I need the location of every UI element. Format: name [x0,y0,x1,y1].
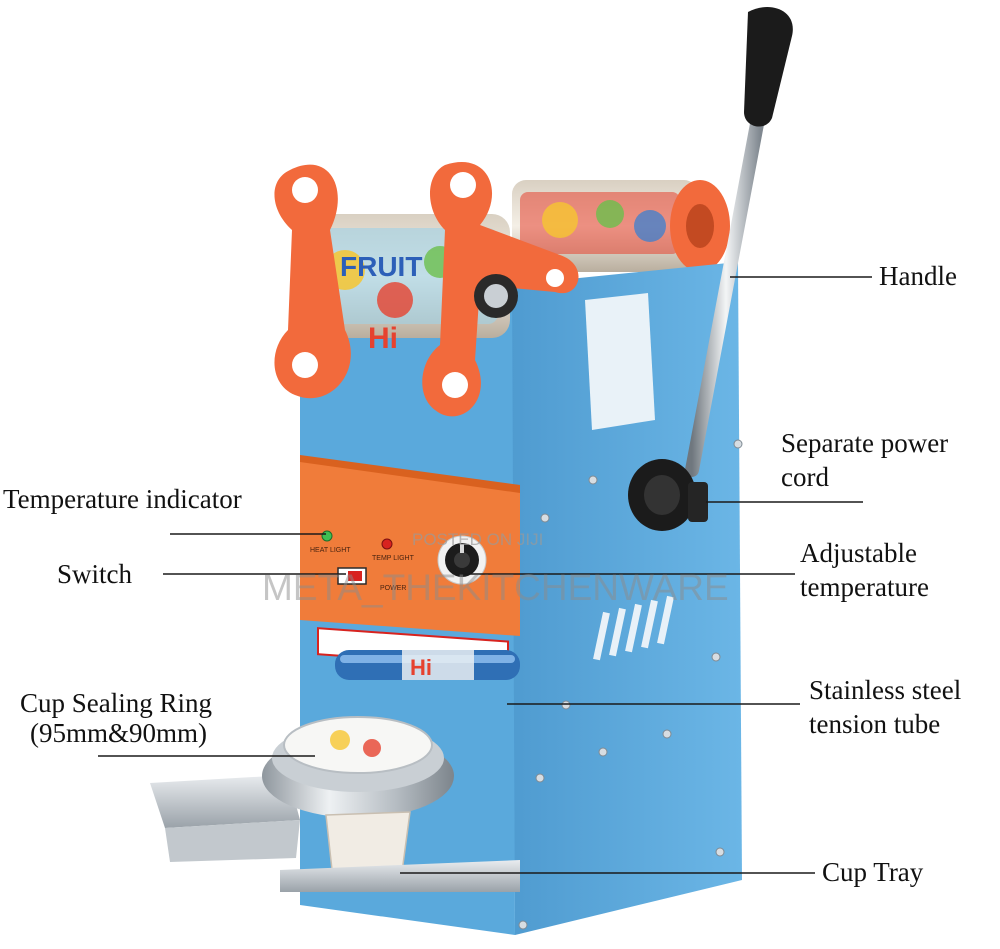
heat-light-label: HEAT LIGHT [310,547,351,554]
label-tension-line2: tension tube [809,709,941,739]
label-power-cord-line1: Separate power [781,428,949,458]
handle-lever [628,6,793,531]
tension-tube: Hi [335,650,520,680]
roll-hi-text: Hi [368,322,398,355]
power-label: POWER [380,585,406,592]
cup-tray-assembly [150,716,520,892]
temperature-indicator-lamp [321,530,333,542]
watermark-posted: POSTED ON JIJI [412,530,543,549]
label-adjustable-line1: Adjustable [800,538,917,568]
tube-hi-text: Hi [410,655,432,680]
label-power-cord-line2: cord [781,462,829,492]
back-film-roll [512,180,730,272]
temp-light-label: TEMP LIGHT [372,555,415,562]
leader-lines [98,276,872,874]
label-cup-ring-line2: (95mm&90mm) [30,718,207,748]
label-tension-line1: Stainless steel [809,675,962,705]
roll-fruit-text: FRUIT [340,251,422,282]
label-handle: Handle [879,261,957,291]
watermark-seller: META_THEKITCHENWARE [262,567,729,608]
label-switch: Switch [57,559,133,589]
temperature-knob [437,535,487,585]
label-cup-tray: Cup Tray [822,857,924,887]
temp-light-lamp [381,538,393,550]
vent-slots [593,595,674,661]
label-adjustable-line2: temperature [800,572,929,602]
control-panel: HEAT LIGHT TEMP LIGHT POWER [300,455,520,669]
label-temperature-indicator: Temperature indicator [3,484,242,514]
label-cup-ring-line1: Cup Sealing Ring [20,688,213,718]
handle-hub [628,459,708,531]
roll-hub [474,274,518,318]
orange-roll-brackets [274,162,579,417]
